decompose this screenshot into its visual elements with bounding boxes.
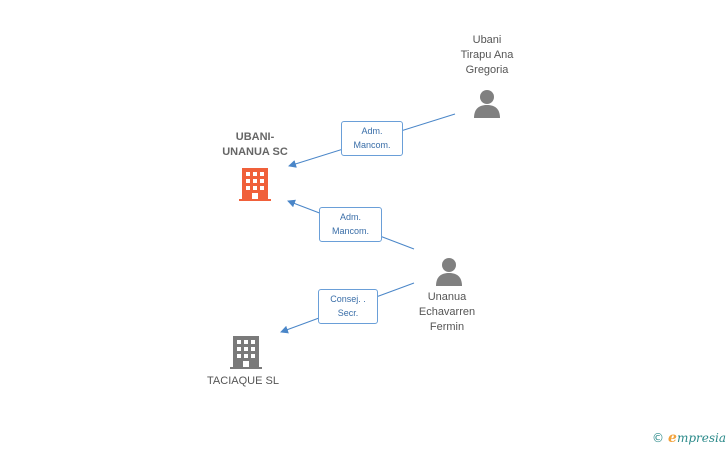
person-name-unanua-echavarren[interactable]: Unanua Echavarren Fermin [418,291,476,333]
person-name-ubani-tirapu[interactable]: Ubani Tirapu Ana Gregoria [460,34,514,76]
brand-initial: e [668,430,677,446]
empresia-logo: ©empresia [652,430,726,446]
edge-label-adm-mancom: Adm. Mancom. [341,121,403,156]
company-name-taciaque[interactable]: TACIAQUE SL [207,375,279,387]
person-icon[interactable] [472,88,502,118]
brand-name: mpresia [676,431,726,445]
building-icon[interactable] [229,334,263,370]
person-icon[interactable] [434,256,464,286]
building-icon[interactable] [238,166,272,202]
edge-label-consej-secr: Consej. . Secr. [318,289,378,324]
company-name-ubani-unanua[interactable]: UBANI- UNANUA SC [222,131,288,158]
copyright-symbol: © [652,431,665,445]
edge-label-adm-mancom: Adm. Mancom. [319,207,382,242]
